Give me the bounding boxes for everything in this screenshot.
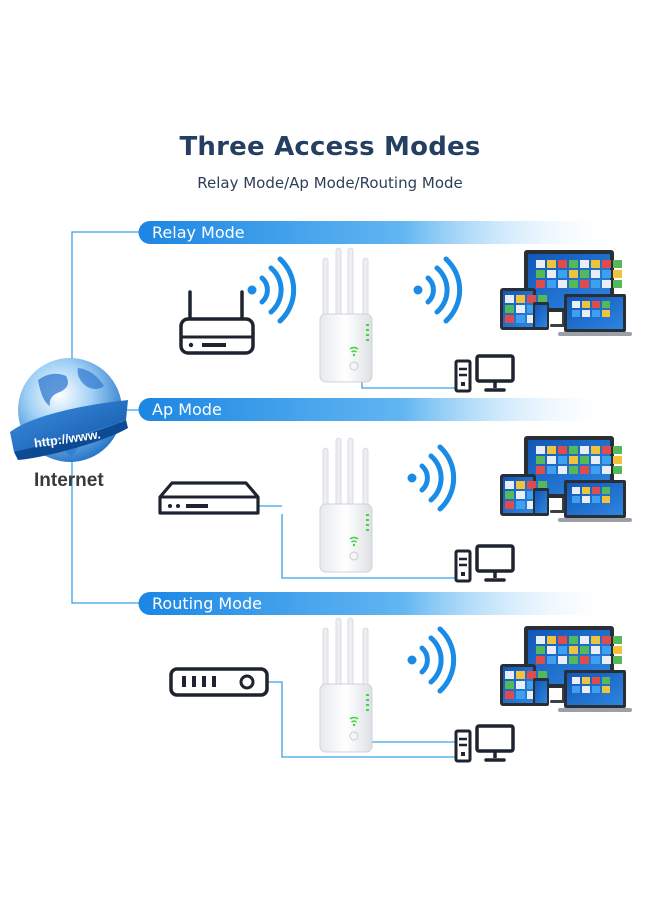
mode-banner-relay — [138, 221, 621, 244]
routing-extender-icon — [319, 617, 373, 753]
mode-label-relay: Relay Mode — [152, 223, 245, 242]
relay-client-devices-icon — [500, 250, 632, 336]
ap-modem-icon — [158, 481, 260, 515]
ap-desktop-pc-icon — [454, 544, 515, 583]
relay-wifi-in-icon — [248, 259, 294, 321]
routing-client-devices-icon — [500, 626, 632, 712]
mode-label-ap: Ap Mode — [152, 400, 222, 419]
relay-source-router-icon — [179, 290, 255, 355]
internet-label: Internet — [34, 470, 104, 491]
page-subtitle: Relay Mode/Ap Mode/Routing Mode — [197, 174, 463, 192]
ap-extender-icon — [319, 437, 373, 573]
mode-banner-ap — [138, 398, 621, 421]
routing-wifi-out-icon — [408, 629, 454, 691]
routing-desktop-pc-icon — [454, 724, 515, 763]
mode-label-routing: Routing Mode — [152, 594, 263, 613]
mode-banner-routing — [138, 592, 621, 615]
relay-desktop-pc-icon — [454, 354, 515, 393]
connection-lines — [71, 231, 455, 758]
ap-wifi-out-icon — [408, 447, 454, 509]
ap-client-devices-icon — [500, 436, 632, 522]
relay-extender-icon — [319, 247, 373, 383]
internet-globe-icon: http://www. — [10, 358, 128, 462]
relay-wifi-out-icon — [414, 259, 460, 321]
page-title: Three Access Modes — [179, 132, 481, 162]
routing-modem-icon — [169, 667, 269, 697]
